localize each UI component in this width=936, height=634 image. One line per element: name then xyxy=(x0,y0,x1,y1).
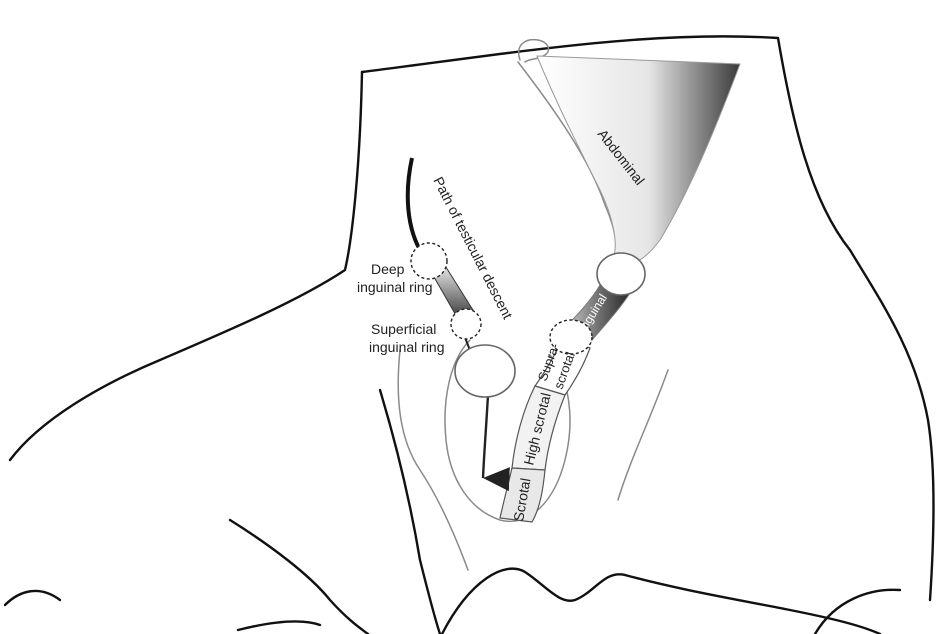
body-outline-left xyxy=(10,72,362,460)
perineum-outline xyxy=(442,569,625,634)
label-superficial-ring-2: inguinal ring xyxy=(369,339,445,355)
label-path-of-descent: Path of testicular descent xyxy=(430,174,516,321)
label-deep-ring-1: Deep xyxy=(371,261,405,277)
label-superficial-ring-1: Superficial xyxy=(371,321,436,337)
descent-arrow xyxy=(483,395,488,478)
testis xyxy=(455,345,515,397)
abdominal-zone xyxy=(537,56,740,265)
right-edge xyxy=(815,590,900,634)
left-thigh-outline xyxy=(380,390,440,634)
left-leg-lower xyxy=(238,621,320,630)
left-leg-fold xyxy=(230,520,368,634)
superficial-inguinal-ring xyxy=(451,309,481,339)
abdominal-ring-marker xyxy=(597,253,645,295)
right-thigh-inner-line xyxy=(618,370,668,500)
deep-inguinal-ring xyxy=(411,243,447,279)
descent-path-curve xyxy=(408,158,425,258)
left-edge xyxy=(5,591,60,605)
label-deep-ring-2: inguinal ring xyxy=(357,279,433,295)
